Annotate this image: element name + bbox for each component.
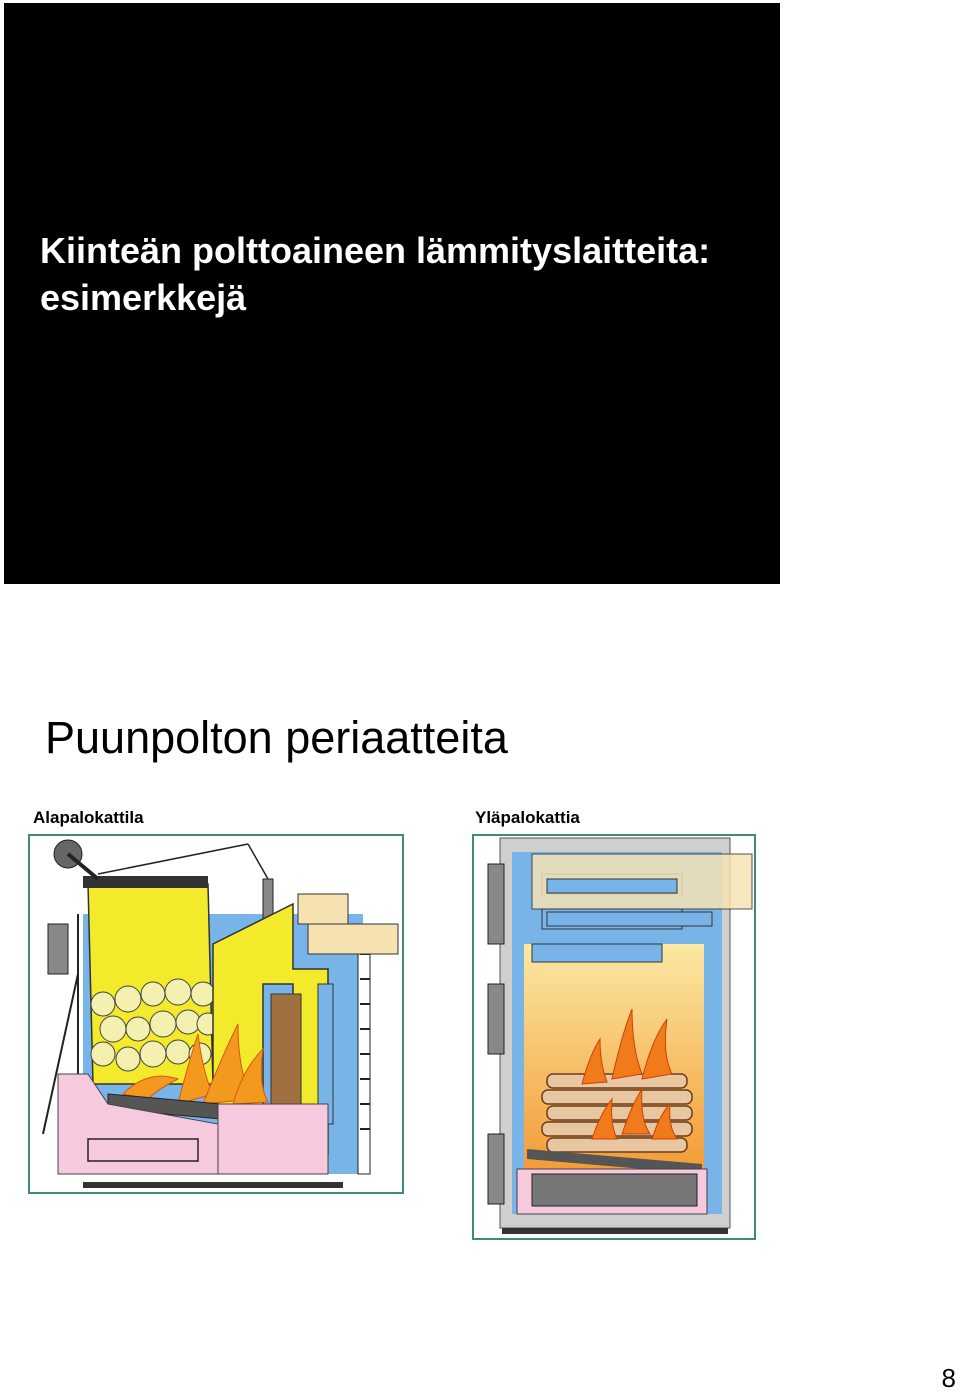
section-title-line1: Kiinteän polttoaineen lämmityslaitteita:: [40, 230, 711, 271]
left-diagram-caption: Alapalokattila: [33, 808, 144, 827]
page-number: 8: [941, 1363, 956, 1393]
top-burn-boiler-diagram: [472, 834, 756, 1240]
section-title: Kiinteän polttoaineen lämmityslaitteita:…: [40, 227, 710, 321]
slide-section-title: Kiinteän polttoaineen lämmityslaitteita:…: [4, 3, 780, 584]
right-diagram-caption: Yläpalokattia: [475, 808, 580, 827]
section-title-line2: esimerkkejä: [40, 277, 247, 318]
bottom-burn-boiler-diagram: [28, 834, 404, 1194]
slide-title: Puunpolton periaatteita: [45, 712, 508, 763]
